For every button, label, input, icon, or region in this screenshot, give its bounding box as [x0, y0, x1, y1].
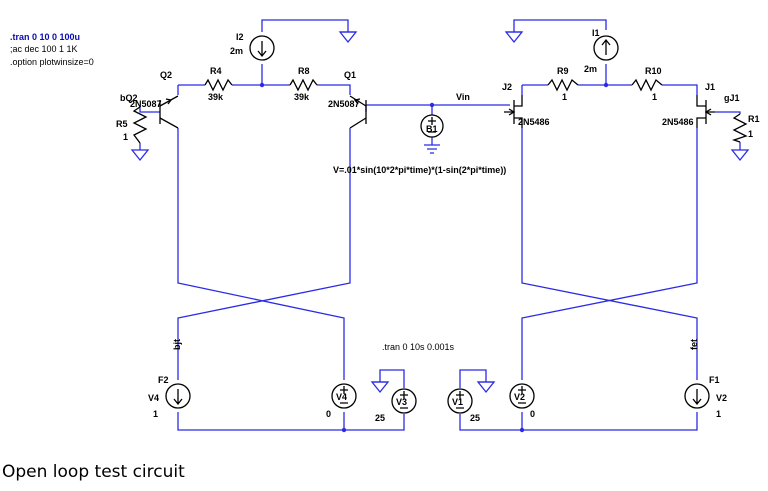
net-label-bjt: bjt [172, 339, 182, 350]
b1-name: B1 [426, 124, 438, 134]
current-controlled-source-f2[interactable] [165, 383, 191, 409]
v2-value: 0 [530, 409, 535, 419]
r9-value: 1 [562, 92, 567, 102]
v1-name: V1 [452, 397, 463, 407]
jfet-j1[interactable] [696, 95, 715, 128]
net-label-gj1: gJ1 [724, 93, 740, 103]
q1-model: 2N5087 [328, 99, 360, 109]
jfet-j2[interactable] [504, 95, 523, 128]
voltage-source-v2[interactable] [509, 383, 535, 409]
directive-ac-comment[interactable]: ;ac dec 100 1 1K [10, 44, 78, 54]
voltage-source-v4[interactable] [331, 383, 357, 409]
behavioral-source-b1[interactable] [420, 114, 444, 138]
j2-name: J2 [502, 82, 512, 92]
v2-name: V2 [514, 392, 525, 402]
j1-model: 2N5486 [662, 117, 694, 127]
voltage-source-v3[interactable] [391, 388, 417, 414]
f2-alias-v4: V4 [148, 393, 159, 403]
schematic-canvas: .tran 0 10 0 100u ;ac dec 100 1 1K .opti… [10, 19, 760, 433]
net-label-bq2: bQ2 [120, 93, 138, 103]
voltage-source-v1[interactable] [447, 388, 473, 414]
resistor-r5[interactable] [132, 106, 148, 144]
f1-alias-v2: V2 [716, 393, 727, 403]
q2-name: Q2 [160, 70, 172, 80]
resistor-r9[interactable] [547, 78, 579, 92]
r1-value: 1 [748, 129, 753, 139]
j1-name: J1 [705, 82, 715, 92]
f2-name: F2 [158, 375, 169, 385]
r8-name: R8 [298, 66, 310, 76]
net-label-fet: fet [689, 339, 699, 350]
v4-name: V4 [336, 392, 347, 402]
j2-model: 2N5486 [518, 117, 550, 127]
resistor-r4[interactable] [204, 78, 233, 92]
f2-value: 1 [153, 409, 158, 419]
net-label-vin: Vin [456, 92, 470, 102]
directive-option[interactable]: .option plotwinsize=0 [10, 57, 94, 67]
caption: Open loop test circuit [2, 462, 185, 482]
r5-value: 1 [123, 132, 128, 142]
v3-name: V3 [396, 397, 407, 407]
i1-value: 2m [584, 64, 597, 74]
pnp-transistor-q1[interactable] [349, 95, 367, 129]
v3-value: 25 [375, 413, 385, 423]
r8-value: 39k [294, 92, 310, 102]
r4-value: 39k [208, 92, 224, 102]
v1-value: 25 [470, 413, 480, 423]
ground-symbols [130, 31, 750, 394]
current-controlled-source-f1[interactable] [684, 383, 710, 409]
r5-name: R5 [116, 119, 128, 129]
r9-name: R9 [557, 66, 569, 76]
current-source-i1[interactable] [593, 35, 619, 61]
f1-value: 1 [716, 409, 721, 419]
r1-name: R1 [748, 114, 760, 124]
i2-value: 2m [230, 46, 243, 56]
resistor-r10[interactable] [631, 78, 663, 92]
resistor-r1[interactable] [731, 113, 748, 143]
q1-name: Q1 [344, 70, 356, 80]
r10-name: R10 [645, 66, 662, 76]
i1-name: I1 [592, 28, 600, 38]
resistor-r8[interactable] [289, 78, 318, 92]
b1-expression[interactable]: V=.01*sin(10*2*pi*time)*(1-sin(2*pi*time… [333, 165, 506, 175]
pnp-transistor-q2[interactable] [159, 95, 179, 129]
r4-name: R4 [210, 66, 222, 76]
f1-name: F1 [709, 375, 720, 385]
q2-model: 2N5087 [130, 99, 162, 109]
junction-dots [259, 82, 609, 433]
i2-name: I2 [236, 32, 244, 42]
current-source-i2[interactable] [249, 35, 275, 61]
directive-tran-2[interactable]: .tran 0 10s 0.001s [382, 342, 455, 352]
r10-value: 1 [652, 92, 657, 102]
directive-tran[interactable]: .tran 0 10 0 100u [10, 32, 80, 42]
v4-value: 0 [326, 409, 331, 419]
wires [139, 19, 741, 431]
